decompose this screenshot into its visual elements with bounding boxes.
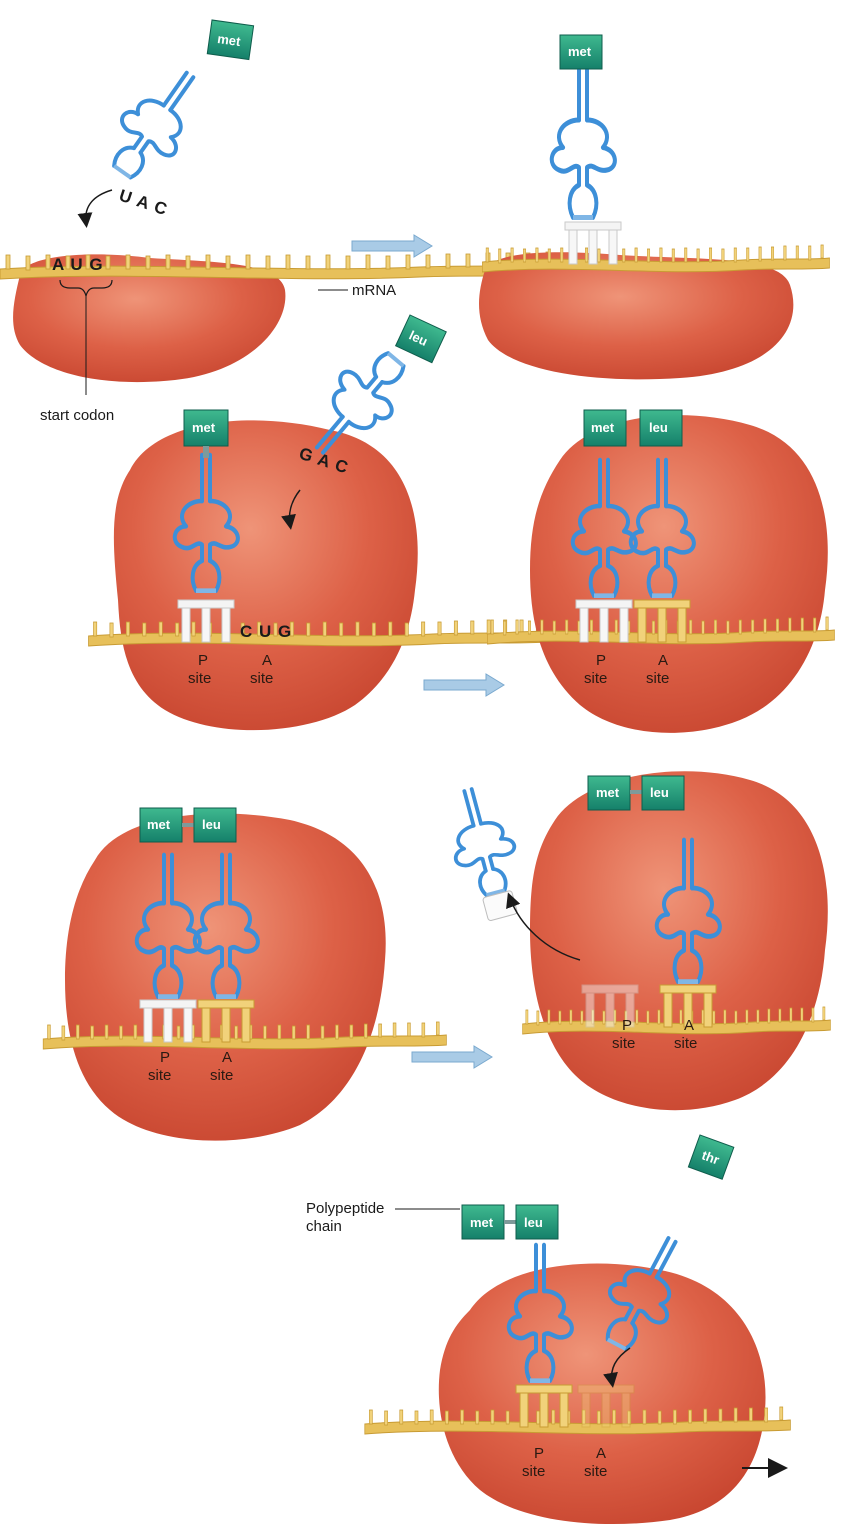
trna-met-incoming bbox=[97, 57, 216, 190]
svg-text:met: met bbox=[470, 1215, 494, 1230]
base-pair-empty-7 bbox=[578, 1385, 634, 1427]
amino-acid-met-3: met bbox=[184, 410, 228, 446]
svg-text:site: site bbox=[522, 1463, 545, 1480]
base-pair-met-5 bbox=[140, 1000, 196, 1042]
p-site-label-3: P bbox=[198, 652, 208, 669]
svg-text:met: met bbox=[147, 817, 171, 832]
svg-text:site: site bbox=[584, 670, 607, 687]
base-pair-leu-5 bbox=[198, 1000, 254, 1042]
svg-text:met: met bbox=[192, 420, 216, 435]
codon-cug: C U G bbox=[240, 622, 292, 641]
step-arrow-1 bbox=[352, 235, 432, 257]
svg-text:site: site bbox=[148, 1067, 171, 1084]
svg-text:leu: leu bbox=[650, 785, 669, 800]
panel-peptide-bond: met leu P site A site bbox=[43, 808, 446, 1141]
svg-text:site: site bbox=[188, 670, 211, 687]
svg-text:leu: leu bbox=[202, 817, 221, 832]
svg-text:P: P bbox=[534, 1445, 544, 1462]
trna-met-bound-2 bbox=[552, 70, 615, 218]
svg-text:site: site bbox=[646, 670, 669, 687]
binding-arrow-1 bbox=[86, 190, 112, 222]
amino-acid-leu-3: leu bbox=[396, 315, 447, 363]
ribosome-5 bbox=[65, 813, 386, 1140]
svg-text:leu: leu bbox=[524, 1215, 543, 1230]
base-pair-leu-4 bbox=[634, 600, 690, 642]
base-pair-leu-7 bbox=[516, 1385, 572, 1427]
step-arrow-2 bbox=[424, 674, 504, 696]
ribosome-4 bbox=[530, 415, 828, 733]
base-pair-met-2 bbox=[565, 222, 621, 264]
base-pair-met-3 bbox=[178, 600, 234, 642]
svg-text:P: P bbox=[596, 652, 606, 669]
svg-text:site: site bbox=[584, 1463, 607, 1480]
svg-text:site: site bbox=[250, 670, 273, 687]
base-pair-met-4 bbox=[576, 600, 632, 642]
panel-translocation: met leu P site A site bbox=[439, 771, 830, 1110]
svg-text:A: A bbox=[684, 1017, 694, 1034]
amino-acid-leu-7: leu bbox=[516, 1205, 558, 1239]
amino-acid-leu-4: leu bbox=[640, 410, 682, 446]
panel-two-trna-bound: met leu P site A site bbox=[487, 410, 834, 733]
amino-acid-met-6: met bbox=[588, 776, 630, 810]
svg-text:site: site bbox=[612, 1035, 635, 1052]
anticodon-uac: U A C bbox=[117, 186, 170, 220]
svg-text:P: P bbox=[160, 1049, 170, 1066]
svg-text:A: A bbox=[596, 1445, 606, 1462]
svg-text:A: A bbox=[658, 652, 668, 669]
start-codon-label: start codon bbox=[40, 407, 114, 424]
amino-acid-met-2: met bbox=[560, 35, 602, 69]
panel-initiation-complex: met bbox=[479, 35, 830, 379]
amino-acid-thr-7: thr bbox=[688, 1135, 733, 1179]
svg-text:P: P bbox=[622, 1017, 632, 1034]
amino-acid-met-5: met bbox=[140, 808, 182, 842]
svg-text:met: met bbox=[596, 785, 620, 800]
svg-text:site: site bbox=[674, 1035, 697, 1052]
a-site-label-3: A bbox=[262, 652, 272, 669]
svg-text:met: met bbox=[591, 420, 615, 435]
amino-acid-met-7: met bbox=[462, 1205, 504, 1239]
trna-released-6 bbox=[439, 782, 531, 925]
amino-acid-leu-5: leu bbox=[194, 808, 236, 842]
mrna-label: mRNA bbox=[352, 282, 396, 299]
step-arrow-3 bbox=[412, 1046, 492, 1068]
amino-acid-met-1: met bbox=[207, 20, 253, 60]
svg-text:site: site bbox=[210, 1067, 233, 1084]
amino-acid-leu-6: leu bbox=[642, 776, 684, 810]
ribosome-6 bbox=[530, 771, 828, 1110]
panel-initiation-binding: A U G start codon mRNA met U A C bbox=[0, 20, 560, 424]
svg-text:met: met bbox=[568, 44, 592, 59]
amino-acid-met-4: met bbox=[584, 410, 626, 446]
svg-text:leu: leu bbox=[649, 420, 668, 435]
svg-text:A: A bbox=[222, 1049, 232, 1066]
codon-aug: A U G bbox=[52, 255, 104, 274]
